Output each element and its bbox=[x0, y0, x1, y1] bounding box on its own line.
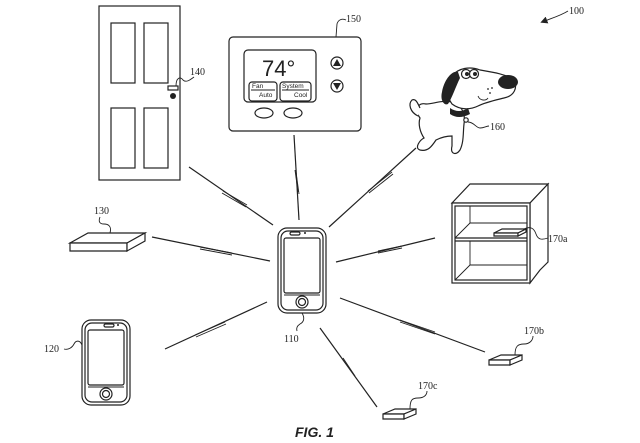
fan-value: Auto bbox=[259, 92, 273, 99]
ref-110: 110 bbox=[284, 334, 299, 345]
ref-170a: 170a bbox=[548, 234, 568, 245]
link-shelf bbox=[335, 237, 436, 263]
door-knob bbox=[170, 93, 176, 99]
tag-170b: 170b bbox=[488, 326, 544, 366]
link-dog bbox=[328, 147, 417, 228]
fan-button bbox=[248, 81, 278, 102]
shelf: 170a bbox=[450, 182, 568, 285]
fan-label: Fan bbox=[252, 83, 264, 90]
tag-170c: 170c bbox=[382, 381, 438, 420]
dog-collar bbox=[450, 108, 470, 117]
link-sensor bbox=[151, 236, 271, 262]
link-tag-c bbox=[319, 327, 378, 408]
ref-100: 100 bbox=[569, 6, 584, 17]
link-thermostat bbox=[293, 134, 300, 221]
ref-120: 120 bbox=[44, 344, 59, 355]
system-ref: 100 bbox=[540, 6, 584, 24]
collar-tag bbox=[463, 117, 469, 123]
central-phone: 110 bbox=[277, 227, 327, 345]
dog: 160 bbox=[409, 67, 518, 155]
system-label: System bbox=[282, 83, 304, 90]
thermostat-temperature: 74° bbox=[262, 56, 295, 81]
phone-120: 120 bbox=[44, 319, 131, 406]
thermostat: 74° Fan Auto System Cool 150 bbox=[228, 14, 362, 132]
system-value: Cool bbox=[294, 92, 308, 99]
link-phone bbox=[164, 301, 268, 350]
up-arrow-icon bbox=[330, 56, 344, 70]
door-sensor bbox=[167, 85, 179, 91]
ref-130: 130 bbox=[94, 206, 109, 217]
ref-160: 160 bbox=[490, 122, 505, 133]
down-arrow-icon bbox=[330, 79, 344, 93]
wireless-links bbox=[151, 134, 486, 408]
system-button bbox=[279, 81, 312, 102]
ref-140: 140 bbox=[190, 67, 205, 78]
arrow-icon bbox=[540, 10, 569, 24]
ref-170c: 170c bbox=[418, 381, 438, 392]
ref-170b: 170b bbox=[524, 326, 544, 337]
link-tag-b bbox=[339, 297, 486, 353]
ref-150: 150 bbox=[346, 14, 361, 25]
door: 140 bbox=[98, 5, 205, 181]
link-door bbox=[188, 166, 274, 226]
sensor-box: 130 bbox=[67, 206, 148, 253]
figure-caption: FIG. 1 bbox=[295, 424, 334, 440]
